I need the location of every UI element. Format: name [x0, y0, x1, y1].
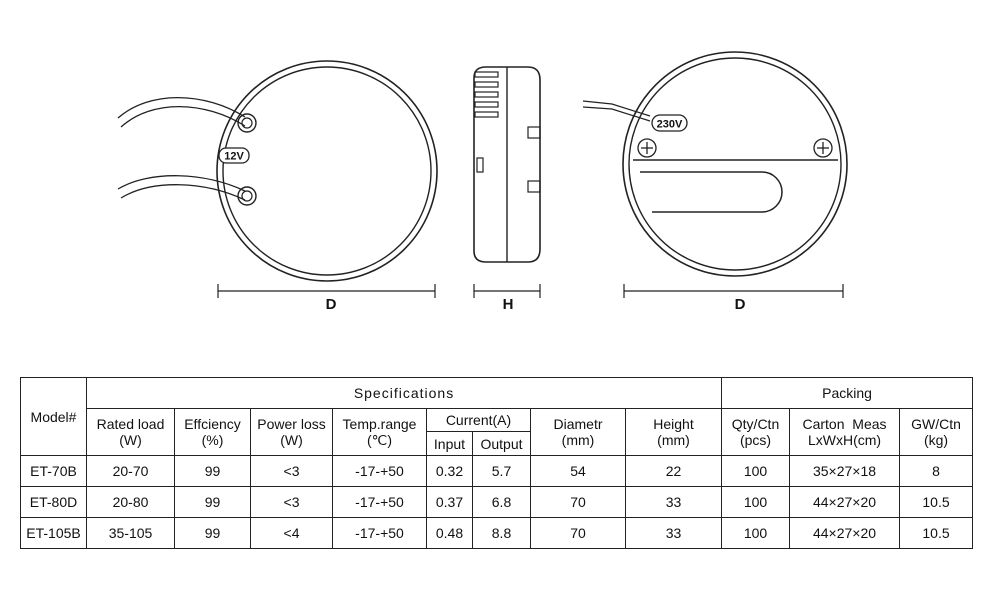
back-housing-inner [628, 57, 842, 271]
power-loss-header: Power loss(W) [250, 408, 333, 456]
cell-model: ET-70B [20, 455, 87, 487]
technical-drawing: 12V D H [117, 51, 848, 313]
back-voltage-tag [651, 114, 688, 132]
table-header-row-columns: Rated load(W) Effciency(%) Power loss(W)… [21, 408, 974, 456]
spec-table: Model# Specifications Packing Rated load… [20, 377, 974, 549]
cell-power-loss: <4 [250, 517, 333, 549]
cell-input: 0.48 [426, 517, 473, 549]
back-right-screw [813, 138, 833, 158]
cell-height: 33 [624, 517, 723, 549]
back-dimension-label: D [735, 296, 746, 313]
cell-temp-range: -17-+50 [332, 517, 427, 549]
cell-height: 33 [624, 486, 723, 518]
cell-qty-ctn: 100 [721, 486, 791, 518]
back-label-slot [640, 171, 783, 213]
table-header-row-current: Input Output [21, 431, 973, 456]
cell-output: 5.7 [472, 455, 531, 487]
table-header-row-groups: Model# Specifications Packing [20, 377, 974, 456]
cell-output: 8.8 [472, 517, 531, 549]
front-lower-wire [117, 175, 246, 201]
table-row: ET-70B 20-70 99 <3 -17-+50 0.32 5.7 54 2… [20, 455, 974, 487]
cell-model: ET-105B [20, 517, 87, 549]
front-lower-grommet [237, 186, 257, 206]
cell-qty-ctn: 100 [721, 455, 791, 487]
cell-gw-ctn: 10.5 [899, 486, 974, 518]
side-dimension-line [473, 284, 541, 298]
front-housing-inner [222, 66, 432, 276]
cell-carton-meas: 35×27×18 [789, 455, 901, 487]
front-upper-wire [117, 97, 246, 128]
specifications-header: Specifications [85, 377, 723, 409]
cell-diameter: 70 [530, 517, 626, 549]
diameter-header: Diametr(mm) [530, 408, 626, 456]
side-dimension-label: H [503, 296, 514, 313]
packing-header: Packing [721, 377, 974, 409]
cell-power-loss: <3 [250, 455, 333, 487]
cell-output: 6.8 [472, 486, 531, 518]
back-view [582, 51, 848, 277]
cell-temp-range: -17-+50 [332, 455, 427, 487]
cell-gw-ctn: 8 [899, 455, 974, 487]
front-housing-outer [216, 60, 438, 282]
cell-diameter: 70 [530, 486, 626, 518]
model-header: Model# [20, 377, 87, 456]
front-view [117, 60, 438, 282]
side-vent-slots [474, 71, 499, 118]
temp-range-header: Temp.range(℃) [332, 408, 427, 456]
side-view [473, 66, 541, 263]
cell-model: ET-80D [20, 486, 87, 518]
cell-efficiency: 99 [174, 517, 251, 549]
cell-diameter: 54 [530, 455, 626, 487]
front-upper-grommet [237, 113, 257, 133]
cell-gw-ctn: 10.5 [899, 517, 974, 549]
cell-input: 0.37 [426, 486, 473, 518]
side-tab-lower [527, 180, 541, 193]
cell-height: 22 [624, 455, 723, 487]
cell-carton-meas: 44×27×20 [789, 486, 901, 518]
side-clip [476, 157, 484, 173]
gw-ctn-header: GW/Ctn(kg) [899, 408, 974, 456]
qty-ctn-header: Qty/Ctn(pcs) [721, 408, 791, 456]
cell-efficiency: 99 [174, 455, 251, 487]
front-wire-label: 12V [224, 151, 244, 163]
cell-efficiency: 99 [174, 486, 251, 518]
cell-rated-load: 20-70 [86, 455, 175, 487]
table-row: ET-105B 35-105 99 <4 -17-+50 0.48 8.8 70… [20, 517, 974, 549]
front-dimension-label: D [326, 296, 337, 313]
front-dimension-line [217, 284, 436, 298]
back-left-screw [637, 138, 657, 158]
output-header: Output [472, 431, 531, 456]
input-header: Input [426, 431, 473, 456]
side-housing [473, 66, 541, 263]
back-housing-outer [622, 51, 848, 277]
cell-carton-meas: 44×27×20 [789, 517, 901, 549]
table-row: ET-80D 20-80 99 <3 -17-+50 0.37 6.8 70 3… [20, 486, 974, 518]
front-voltage-tag [218, 147, 250, 164]
back-dimension-line [623, 284, 844, 298]
cell-qty-ctn: 100 [721, 517, 791, 549]
cell-temp-range: -17-+50 [332, 486, 427, 518]
cell-rated-load: 20-80 [86, 486, 175, 518]
efficiency-header: Effciency(%) [174, 408, 251, 456]
cell-input: 0.32 [426, 455, 473, 487]
height-header: Height(mm) [624, 408, 723, 456]
rated-load-header: Rated load(W) [86, 408, 175, 456]
cell-rated-load: 35-105 [86, 517, 175, 549]
side-tab-upper [527, 126, 541, 139]
back-input-wire [582, 100, 651, 122]
current-header: Current(A) [426, 408, 531, 432]
back-wire-label: 230V [657, 119, 683, 131]
cell-power-loss: <3 [250, 486, 333, 518]
